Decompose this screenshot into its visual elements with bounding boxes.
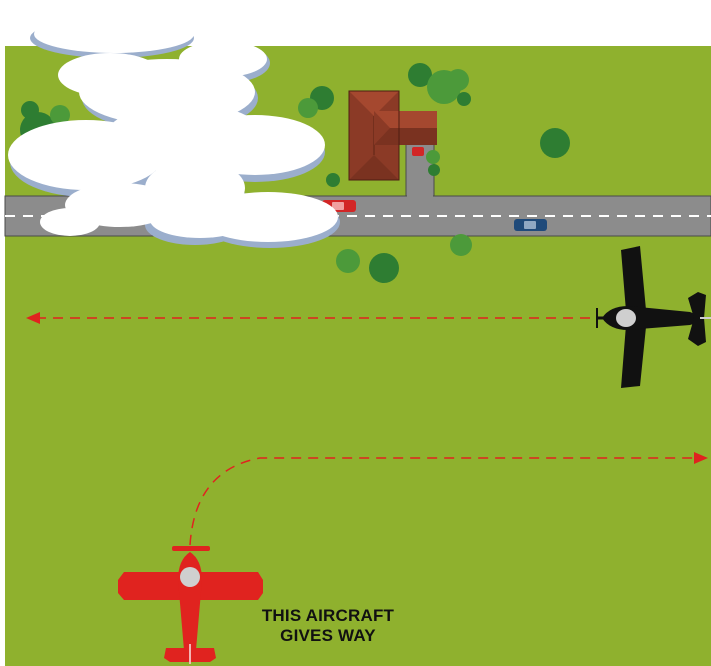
- caption-line-2: GIVES WAY: [228, 626, 428, 646]
- cloud-icon: [8, 10, 340, 248]
- give-way-caption: THIS AIRCRAFT GIVES WAY: [228, 606, 428, 646]
- car-icon: [514, 219, 547, 231]
- caption-line-1: THIS AIRCRAFT: [228, 606, 428, 626]
